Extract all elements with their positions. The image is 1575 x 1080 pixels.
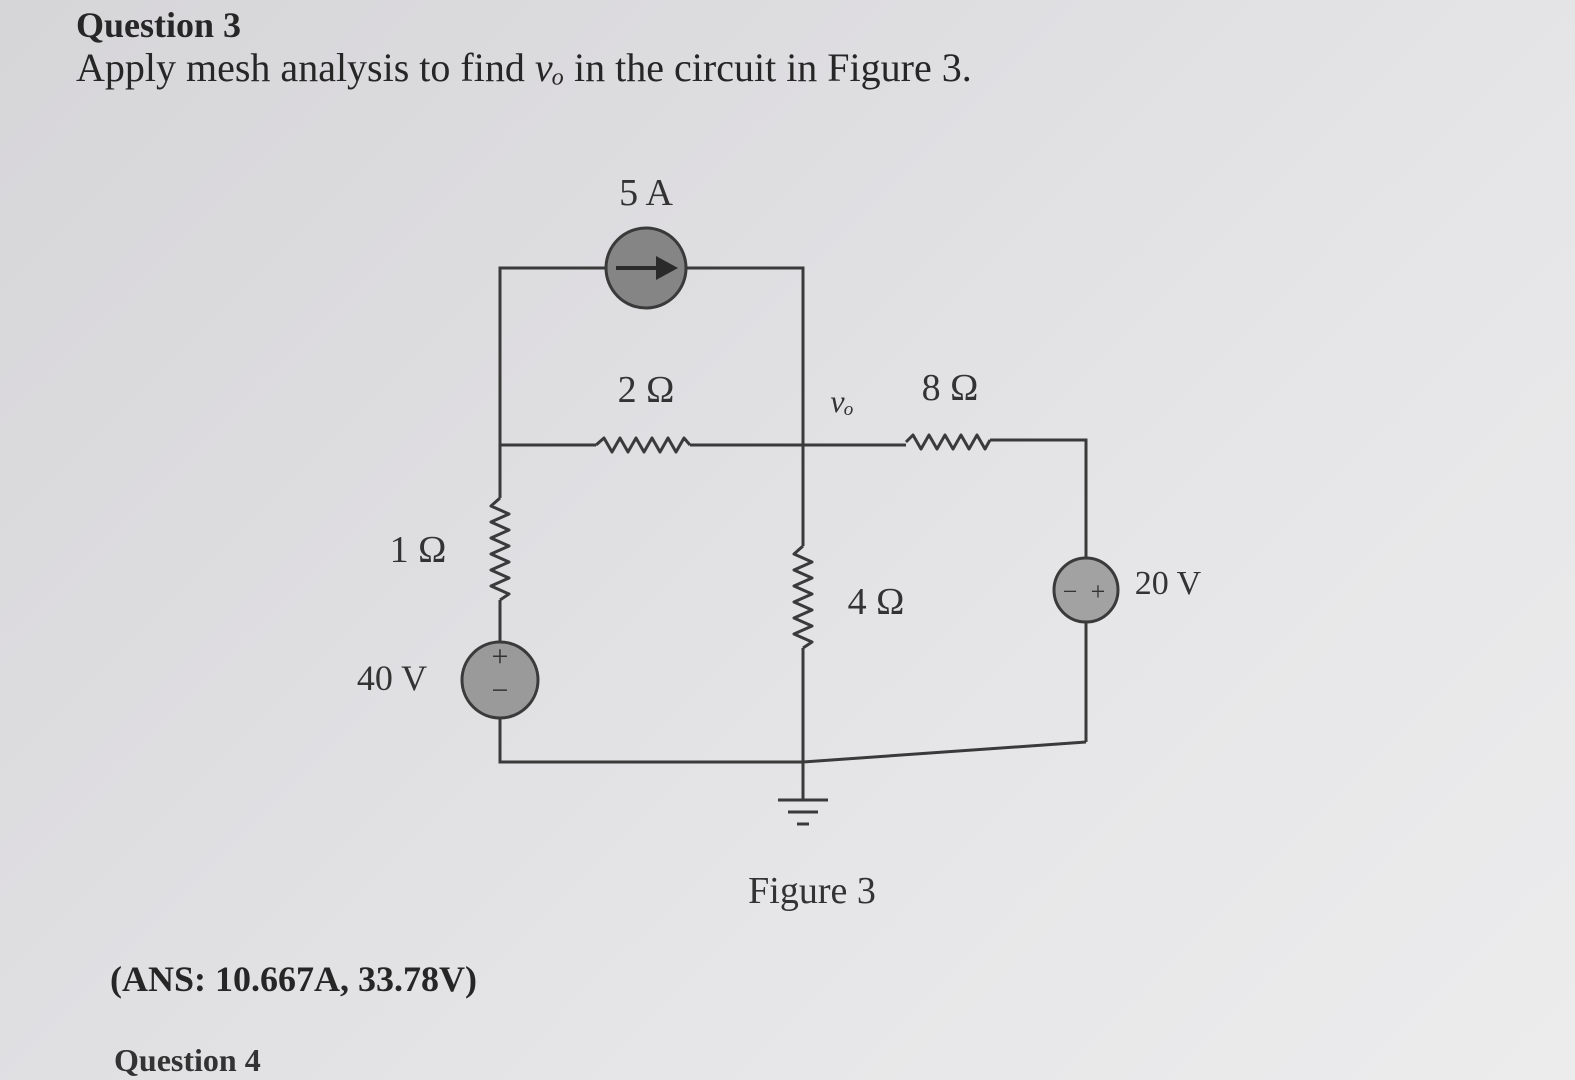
current-source-label: 5 A — [619, 172, 673, 214]
voltage-source-20v-body — [1052, 556, 1120, 624]
voltage-source-40v-label: 40 V — [357, 658, 427, 698]
wire-mid-right — [990, 438, 1088, 558]
wire-top-left — [498, 266, 606, 445]
wire-bottom-right — [802, 740, 1087, 764]
wire-top-right — [686, 266, 805, 445]
plus-sign-icon: + — [1091, 577, 1106, 606]
next-question-heading: Question 4 — [114, 1042, 261, 1078]
voltage-source-40v-symbol: + − — [460, 640, 540, 720]
circuit-wires — [498, 266, 1088, 800]
prompt-variable: vₒ — [534, 45, 565, 90]
answer-text: (ANS: 10.667A, 33.78V) — [110, 959, 477, 999]
question-prompt: Apply mesh analysis to find vₒ in the ci… — [76, 44, 972, 91]
resistor-1-ohm-label: 1 Ω — [390, 529, 447, 571]
prompt-text-start: Apply mesh analysis to find — [76, 45, 535, 90]
minus-sign-icon: − — [492, 674, 509, 707]
plus-sign-icon: + — [492, 640, 509, 673]
voltage-source-20v-label: 20 V — [1135, 565, 1202, 602]
resistor-8-ohm-label: 8 Ω — [922, 367, 979, 409]
minus-sign-icon: − — [1063, 577, 1078, 606]
prompt-text-end: in the circuit in Figure 3. — [564, 45, 972, 90]
wire-left-lower — [498, 718, 803, 764]
ground-icon — [778, 798, 828, 826]
resistor-1-ohm-symbol — [489, 496, 511, 602]
figure-caption: Figure 3 — [748, 870, 876, 912]
voltage-source-40v-body — [460, 640, 540, 720]
resistor-8-ohm-symbol — [904, 433, 992, 451]
resistor-2-ohm-symbol — [595, 436, 692, 454]
voltage-source-20v-symbol: − + — [1052, 556, 1120, 624]
resistor-4-ohm-label: 4 Ω — [848, 581, 905, 623]
question-title: Question 3 — [76, 5, 242, 45]
resistors — [489, 433, 992, 650]
resistor-4-ohm-symbol — [792, 544, 814, 650]
current-source-symbol — [604, 226, 688, 310]
vo-node-label: vₒ — [830, 383, 853, 419]
arrow-head-icon — [656, 256, 678, 280]
resistor-2-ohm-label: 2 Ω — [618, 369, 675, 411]
